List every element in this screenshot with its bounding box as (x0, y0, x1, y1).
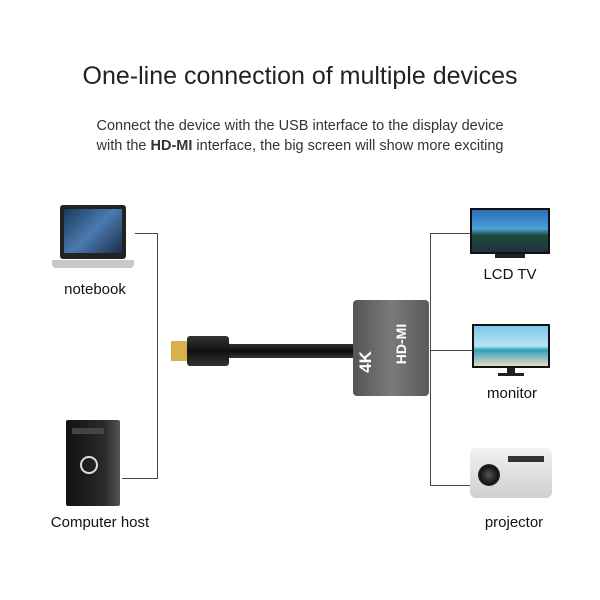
computer-host-label: Computer host (50, 514, 150, 531)
computer-host-image (66, 420, 120, 506)
subtitle-text: with the (96, 138, 151, 154)
page-title: One-line connection of multiple devices (82, 62, 518, 90)
projector-image (470, 448, 552, 498)
subtitle-line-1: Connect the device with the USB interfac… (96, 118, 504, 134)
usb-plug (171, 341, 187, 361)
subtitle-text: interface, the big screen will show more… (192, 138, 504, 154)
monitor-label: monitor (486, 385, 538, 402)
connector-line (430, 233, 431, 485)
monitor-image (472, 324, 550, 376)
notebook-label: notebook (64, 281, 126, 298)
connector-line (135, 233, 157, 234)
adapter-brand: HD-MI (393, 323, 410, 365)
connector-line (430, 233, 470, 234)
usb-plug-housing (187, 336, 229, 366)
lcd-tv-label: LCD TV (483, 266, 537, 283)
usb-cable (229, 344, 354, 358)
connector-line (430, 485, 470, 486)
adapter-4k-badge: 4K (355, 351, 375, 373)
projector-label: projector (484, 514, 544, 531)
connector-line (122, 478, 157, 479)
notebook-image (52, 205, 134, 272)
subtitle-bold: HD-MI (150, 138, 193, 154)
subtitle-line-2: with the HD-MI interface, the big screen… (0, 138, 600, 154)
connector-line (157, 233, 158, 479)
connector-line (430, 350, 472, 351)
lcd-tv-image (470, 208, 550, 260)
hdmi-adapter: 4K HD-MI (353, 300, 429, 396)
